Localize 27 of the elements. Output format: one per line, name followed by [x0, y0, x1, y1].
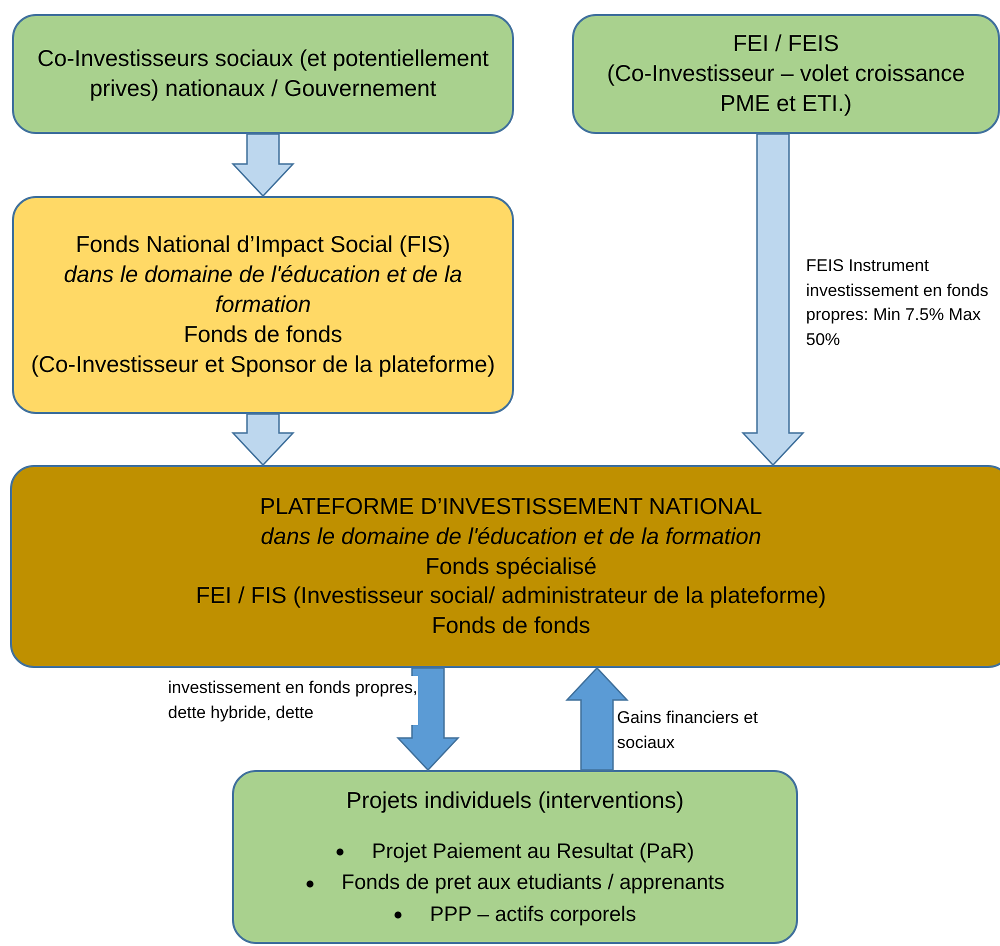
box-text: dans le domaine de l'éducation et de la formation	[260, 522, 762, 551]
block-arrow	[231, 413, 295, 466]
box-heading: FEI / FEIS	[732, 29, 840, 58]
box-heading: Co-Investisseurs sociaux (et potentiellement prives) nationaux / Gouvernement	[36, 44, 490, 103]
platform-box	[10, 465, 1000, 668]
box-text: Fonds spécialisé	[425, 552, 597, 581]
block-arrow	[231, 133, 295, 198]
box-text: dans le domaine de l'éducation et de la formation	[62, 260, 464, 320]
box-text: Fonds de fonds	[184, 320, 342, 349]
edge-label: investissement en fonds propres, dette hybride, dette	[168, 676, 418, 726]
list-item-text: Fonds de pret aux etudiants / apprenants	[342, 871, 724, 894]
process-box	[12, 14, 514, 134]
box-heading: Projets individuels (interventions)	[346, 786, 684, 816]
box-text: (Co-Investisseur – volet croissance PME et ETI.)	[606, 59, 966, 118]
block-arrow	[741, 133, 805, 466]
box-text: (Co-Investisseur et Sponsor de la plateforme)	[30, 350, 496, 379]
box-heading: Fonds National d’Impact Social (FIS)	[76, 230, 450, 260]
box-text: Fonds de fonds	[432, 611, 590, 640]
box-text: FEI / FIS (Investisseur social/ administrateur de la plateforme)	[196, 581, 826, 610]
list-item-text: PPP – actifs corporels	[430, 902, 636, 926]
process-box	[232, 770, 798, 944]
block-arrow	[396, 667, 460, 772]
box-heading: PLATEFORME D’INVESTISSEMENT NATIONAL	[260, 492, 762, 521]
process-box	[572, 14, 1000, 134]
fund-box	[12, 196, 514, 414]
block-arrow	[565, 666, 629, 771]
list-item-text: Projet Paiement au Resultat (PaR)	[372, 840, 694, 863]
